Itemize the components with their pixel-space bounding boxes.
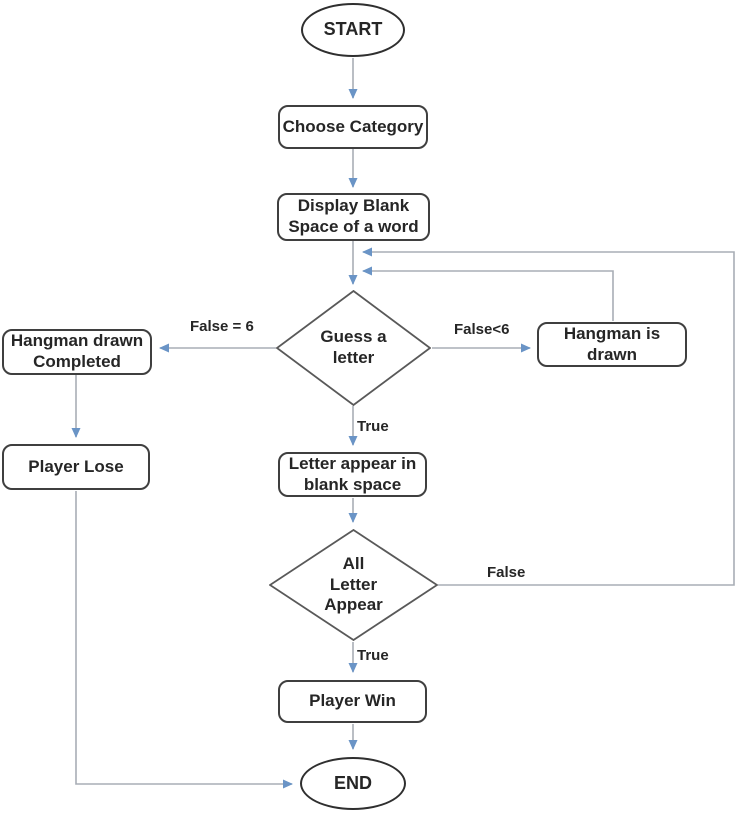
- edge-label-false-all-letter: False: [487, 564, 526, 581]
- diamond-shape: [269, 529, 438, 641]
- edge-hangman-loop-to-guess: [362, 266, 614, 321]
- node-all-letter-appear-label: All Letter Appear: [324, 553, 383, 615]
- node-player-lose: Player Lose: [2, 444, 150, 490]
- node-start: START: [301, 3, 405, 57]
- diamond-shape: [276, 290, 431, 406]
- node-display-blank-space: Display Blank Space of a word: [277, 193, 430, 241]
- node-all-letter-appear: All Letter Appear: [269, 529, 438, 641]
- edge-label-false-lt-6: False<6: [454, 321, 510, 338]
- node-letter-appear: Letter appear in blank space: [278, 452, 427, 497]
- node-end: END: [300, 757, 406, 810]
- node-player-win: Player Win: [278, 680, 427, 723]
- edge-label-true-all-letter: True: [357, 647, 389, 664]
- edge-label-true-guess: True: [357, 418, 389, 435]
- node-hangman-is-drawn: Hangman is drawn: [537, 322, 687, 367]
- node-hangman-drawn-completed: Hangman drawn Completed: [2, 329, 152, 375]
- edges-group: [71, 58, 735, 789]
- node-choose-category: Choose Category: [278, 105, 428, 149]
- node-guess-a-letter: Guess a letter: [276, 290, 431, 406]
- edge-all-letter-false-loop-to-guess: [362, 247, 735, 586]
- node-guess-a-letter-label: Guess a letter: [320, 327, 387, 367]
- edge-label-false-eq-6: False = 6: [190, 318, 254, 335]
- edge-lose-to-end: [75, 491, 293, 789]
